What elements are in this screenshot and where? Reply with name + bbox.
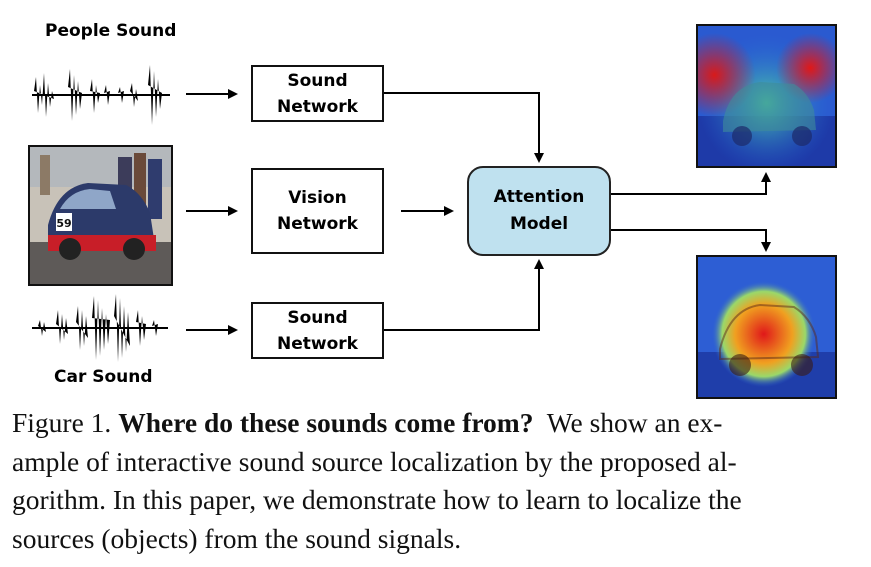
caption-line-1: Figure 1. Where do these sounds come fro… (12, 404, 852, 443)
caption-prefix: Figure 1. (12, 407, 112, 438)
car-sound-waveform (32, 294, 168, 362)
caption-rest: We show an ex- (546, 407, 723, 438)
vision-network-line1: Vision (288, 188, 347, 208)
attention-model-line2: Model (509, 214, 569, 234)
car-heatmap (696, 255, 837, 399)
sound-network-top-line1: Sound (287, 70, 348, 91)
car-photo: 59 (28, 145, 173, 286)
attention-model-box: Attention Model (467, 166, 611, 256)
car-sound-label: Car Sound (54, 367, 153, 387)
caption-line-2: ample of interactive sound source locali… (12, 445, 737, 477)
figure-caption: Figure 1. Where do these sounds come fro… (12, 404, 852, 558)
vision-network-box: Vision Network (251, 168, 384, 254)
caption-line-4: sources (objects) from the sound signals… (12, 522, 462, 554)
attention-model-line1: Attention (493, 187, 585, 207)
sound-network-bottom-box: Sound Network (251, 302, 384, 359)
arrow-sound-top-to-attention (384, 92, 544, 163)
diagram-arrows (186, 89, 771, 335)
sound-network-top-box: Sound Network (251, 65, 384, 122)
vision-network-line2: Network (277, 214, 358, 234)
sound-network-bottom-line1: Sound (287, 307, 348, 328)
people-sound-waveform (32, 65, 170, 125)
sound-network-top-line2: Network (277, 96, 358, 117)
arrow-attention-to-car-heatmap (611, 229, 771, 252)
arrow-sound-bottom-to-attention (384, 259, 544, 331)
caption-line-3: gorithm. In this paper, we demonstrate h… (12, 484, 742, 515)
arrow-attention-to-people-heatmap (611, 172, 771, 195)
car-number: 59 (56, 217, 71, 230)
caption-bold: Where do these sounds come from? (118, 407, 534, 438)
people-heatmap (696, 24, 837, 168)
people-sound-label: People Sound (45, 21, 177, 41)
sound-network-bottom-line2: Network (277, 333, 358, 354)
